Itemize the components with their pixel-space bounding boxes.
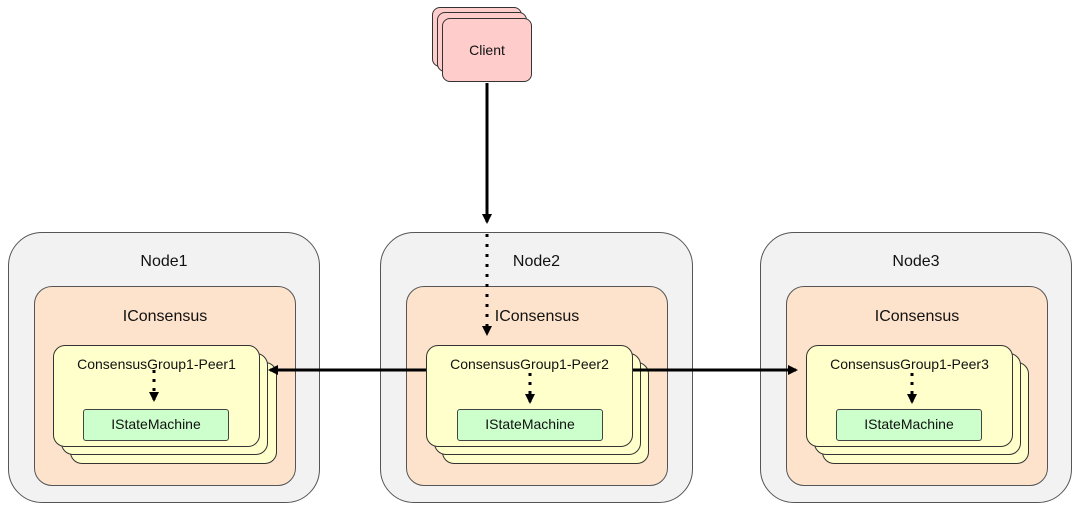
client-box[interactable]: Client — [442, 18, 532, 82]
node1-peer-label: ConsensusGroup1-Peer1 — [77, 356, 236, 372]
node2-label: Node2 — [512, 253, 561, 270]
node2-iconsensus-label: IConsensus — [494, 308, 580, 325]
node3-state-machine-box[interactable]: IStateMachine — [836, 409, 982, 441]
node3-label: Node3 — [892, 253, 940, 270]
node1-iconsensus-label: IConsensus — [122, 308, 208, 325]
node3-iconsensus-label: IConsensus — [874, 308, 960, 325]
node3-peer-label: ConsensusGroup1-Peer3 — [830, 356, 989, 372]
node2-state-machine-box[interactable]: IStateMachine — [457, 409, 603, 441]
node2-peer-label: ConsensusGroup1-Peer2 — [450, 356, 609, 372]
client-label: Client — [469, 42, 505, 58]
node1-state-machine-box[interactable]: IStateMachine — [83, 409, 229, 441]
node1-label: Node1 — [140, 253, 188, 270]
